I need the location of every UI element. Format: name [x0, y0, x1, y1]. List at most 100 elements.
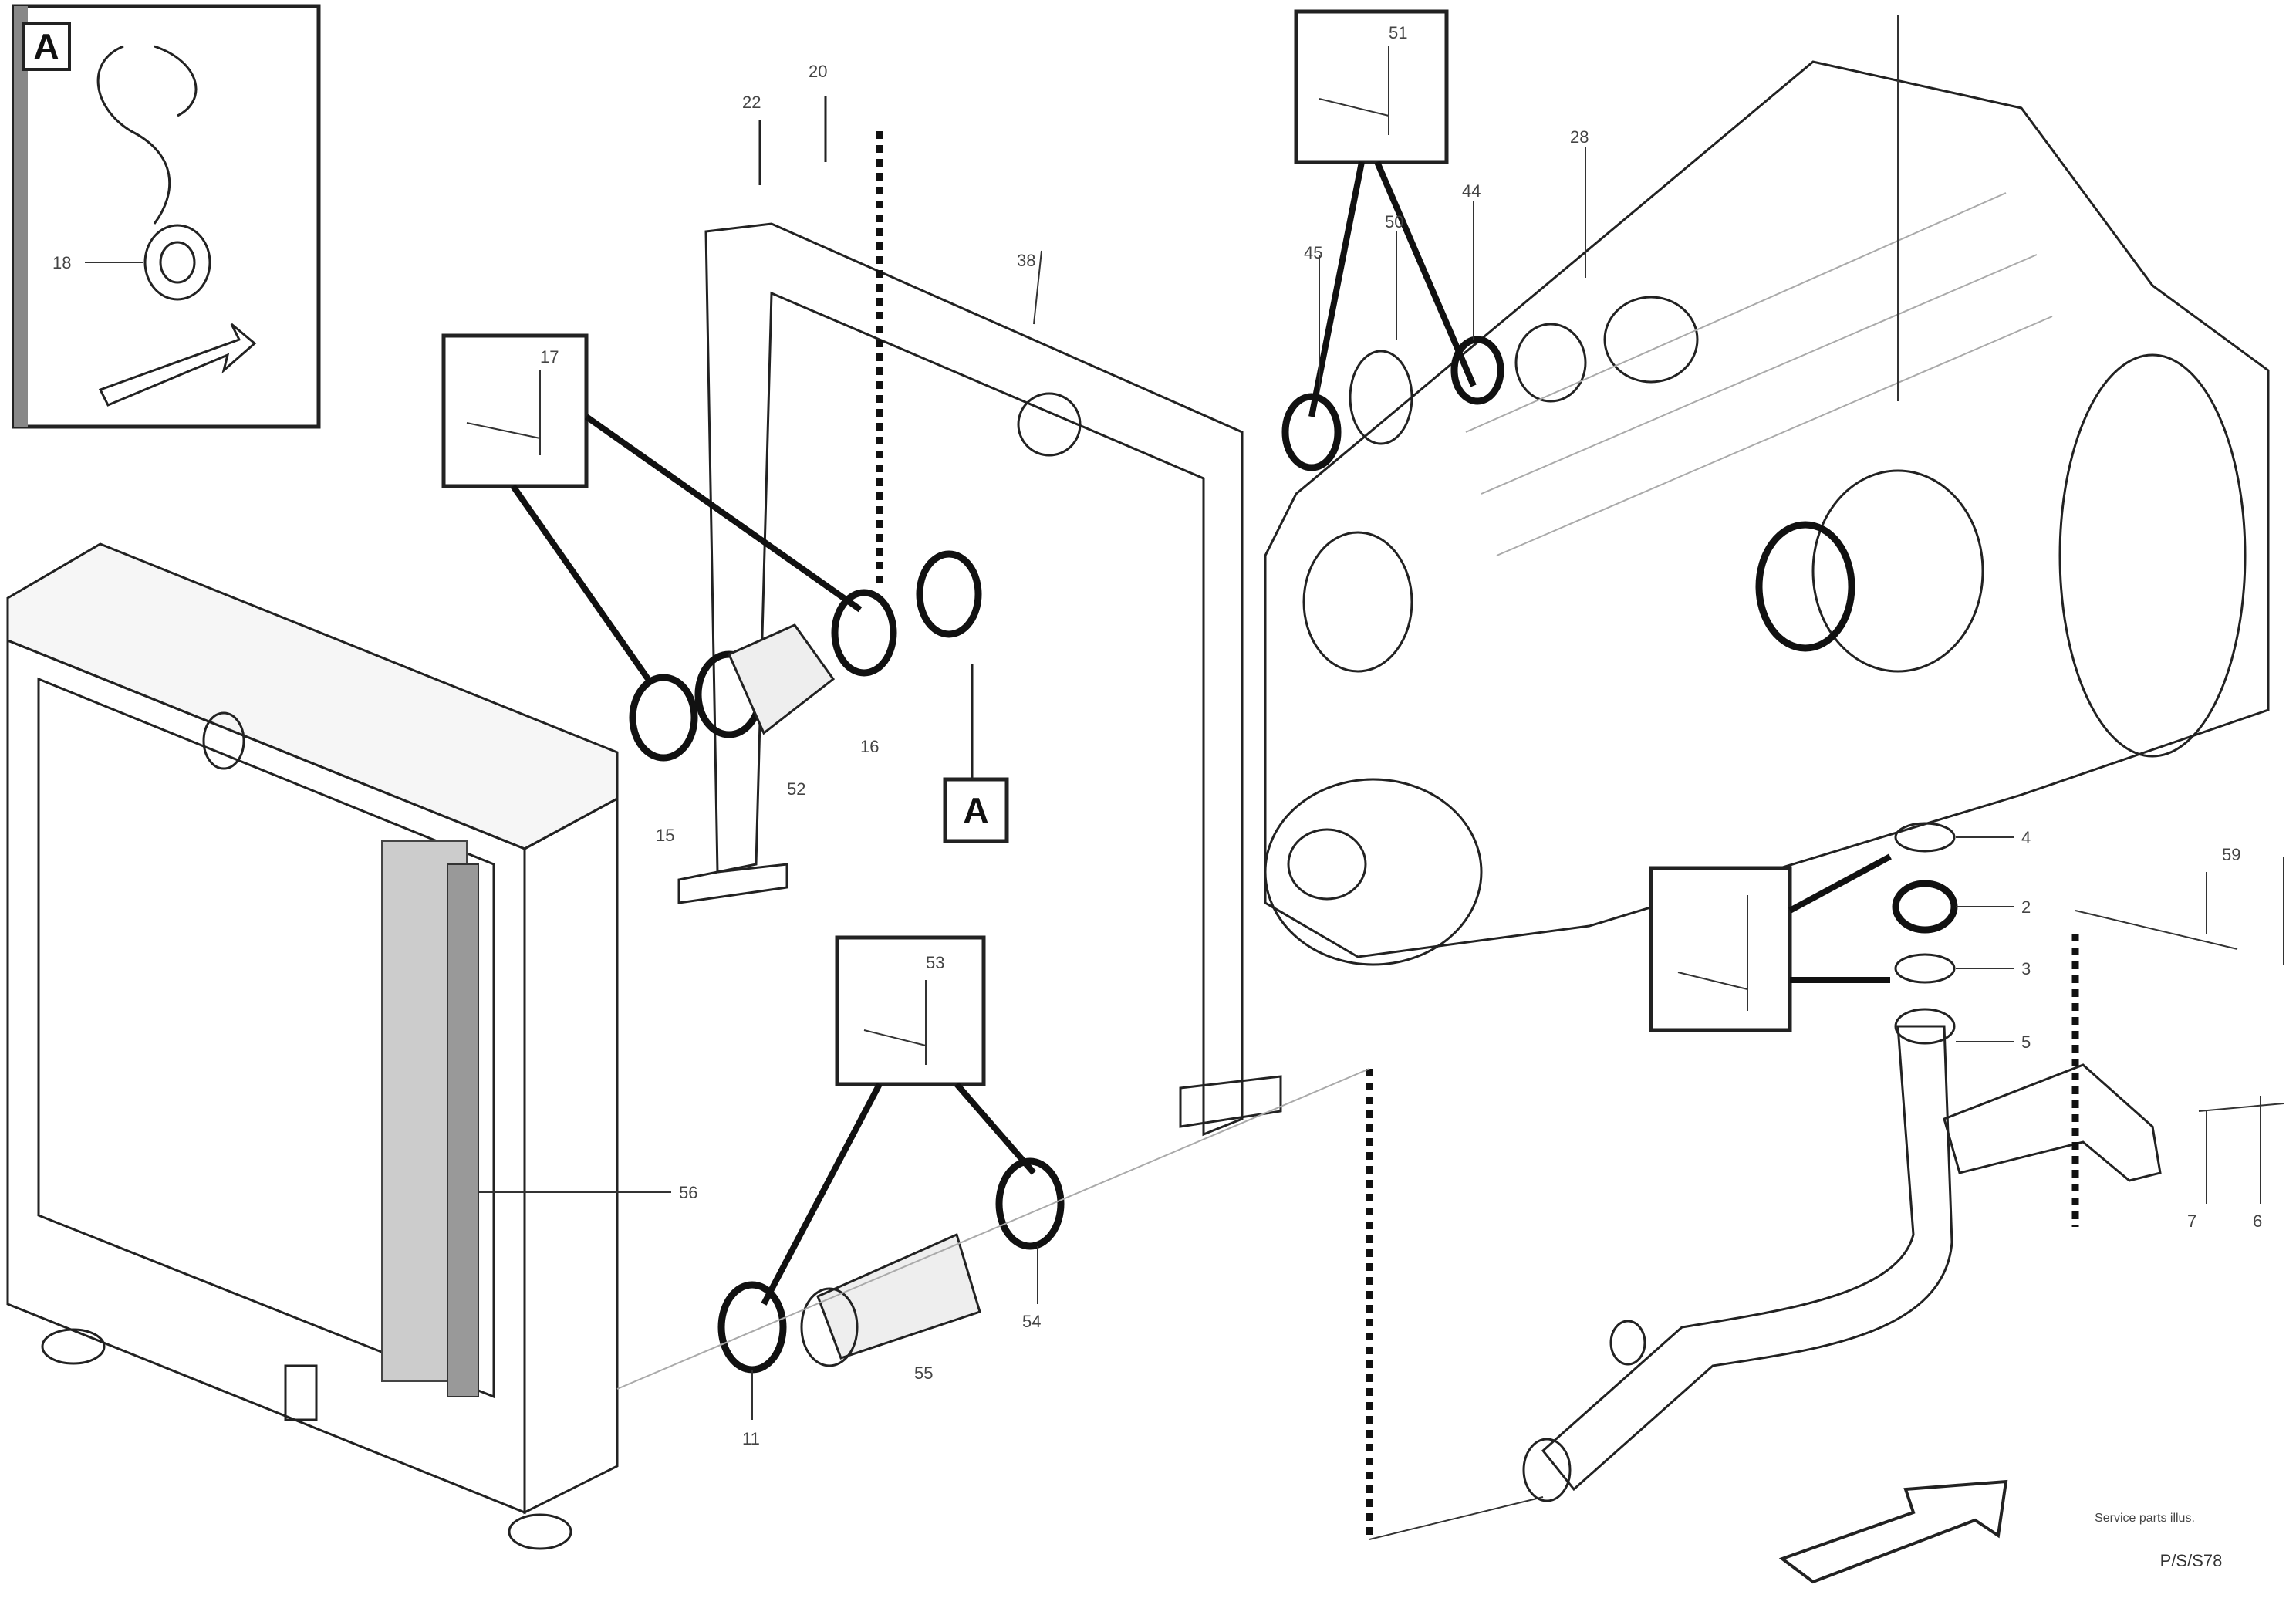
- hose-55: [816, 1232, 981, 1360]
- box-leader-a: [510, 484, 651, 681]
- detail-a-inset: A 18: [12, 4, 321, 429]
- radiator-shroud-band: [447, 863, 479, 1397]
- label-7: 7: [2187, 1211, 2196, 1231]
- pipe-bracket: [1609, 1320, 1646, 1366]
- label-50: 50: [1385, 212, 1403, 231]
- clamp-ring-45: [1281, 393, 1342, 471]
- detail-a-frame: [12, 4, 321, 429]
- footer: Service parts illus. P/S/S78: [2095, 1512, 2222, 1570]
- bolt-59: [2075, 910, 2238, 950]
- label-6: 6: [2253, 1211, 2262, 1231]
- bracket-plate: [704, 222, 1244, 1137]
- label-51-top: 51: [1389, 23, 1407, 42]
- engine-outline: [1264, 60, 2270, 958]
- lower-coolant-pipe: [1522, 1025, 2162, 1502]
- detail-a-letter: A: [33, 26, 59, 66]
- drawing-number: P/S/S78: [2160, 1551, 2223, 1570]
- clamp-ring-44: [1450, 336, 1504, 405]
- label-22: 22: [742, 93, 761, 112]
- pipe-flange: [1943, 1063, 2162, 1182]
- box-53-leader-a: [761, 1083, 883, 1306]
- detail-a-edge: [14, 6, 28, 427]
- fitting-3: [1894, 953, 1956, 984]
- label-5: 5: [2021, 1032, 2031, 1052]
- clamp-box-53: [835, 935, 986, 1086]
- water-pump: [1302, 531, 1413, 673]
- clamp-screw-53: [863, 1029, 927, 1046]
- radiator-core: [37, 677, 495, 1399]
- callout-a-letter: A: [963, 790, 988, 830]
- bracket-hole: [1017, 392, 1082, 457]
- label-15: 15: [656, 826, 674, 845]
- label-16: 16: [860, 737, 879, 756]
- label-59: 59: [2222, 845, 2240, 864]
- direction-arrow-main: [1778, 1479, 2008, 1584]
- label-3: 3: [2021, 959, 2031, 978]
- label-18: 18: [52, 253, 71, 272]
- engine-block: [1264, 15, 2270, 966]
- label-17-top: 17: [540, 347, 559, 367]
- intake-elbow: [1514, 323, 1587, 403]
- label-44: 44: [1462, 181, 1481, 201]
- radiator-foot-left: [41, 1328, 106, 1365]
- radiator-drain: [284, 1364, 318, 1421]
- coolant-pipe-route: [616, 1068, 1544, 1540]
- coolant-pipe-end: [1522, 1438, 1572, 1502]
- radiator-top: [6, 542, 619, 850]
- label-2: 2: [2021, 897, 2031, 917]
- radiator-side: [523, 796, 619, 1515]
- label-45: 45: [1304, 243, 1322, 262]
- clamp-ring-11: [718, 1281, 787, 1374]
- hose-clamp-inner: [159, 241, 196, 284]
- hose-52: [728, 623, 836, 735]
- clamp-ring-16: [831, 589, 897, 677]
- label-56: 56: [679, 1183, 697, 1202]
- right-fittings: 4 2 3 5 59 7 6: [1649, 822, 2284, 1231]
- callout-a-box: [943, 777, 1009, 843]
- fitting-4: [1894, 822, 1956, 853]
- clamp-screw-51: [1319, 98, 1389, 117]
- label-55: 55: [914, 1363, 933, 1383]
- label-20: 20: [809, 62, 827, 81]
- label-4: 4: [2021, 828, 2031, 847]
- radiator-inlet: [202, 711, 245, 770]
- turbo-hose-group: 51 45 50 44 28: [1281, 9, 1589, 471]
- clamp-screw-top: [466, 422, 541, 439]
- label-38: 38: [1017, 251, 1035, 270]
- fitting-box: [1649, 866, 1792, 1032]
- box-53-leader-b: [954, 1082, 1037, 1175]
- fitting-box-leader-a: [1788, 853, 1892, 914]
- pipe-connection: [916, 550, 982, 638]
- lower-hose-group: 53 11 55 54: [718, 935, 1065, 1448]
- label-11: 11: [742, 1429, 760, 1448]
- mounting-bracket: 38 22 20: [677, 62, 1282, 1137]
- turbo-housing: [1811, 469, 1984, 673]
- box-leader-b: [584, 414, 863, 613]
- crank-pulley-hub: [1287, 828, 1367, 901]
- radiator-foot-right: [508, 1513, 572, 1550]
- upper-hose-group: 17 15 52 16 A: [441, 333, 1009, 845]
- hose-bend-end: [154, 45, 198, 117]
- hose-clamp-ring: [144, 224, 211, 301]
- coolant-pipe-body: [1541, 1025, 1953, 1492]
- engine-ribs: [1465, 192, 2053, 556]
- bolt-7: [2198, 1103, 2284, 1112]
- direction-arrow-inset: [98, 323, 257, 407]
- clamp-box-17-top: [441, 333, 589, 488]
- detail-a-tag: [22, 22, 71, 71]
- fitting-box-screw: [1677, 972, 1748, 990]
- bracket-foot-left: [677, 863, 788, 904]
- hose-bend: [96, 45, 171, 225]
- label-54: 54: [1022, 1312, 1041, 1331]
- clamp-ring-54: [995, 1157, 1065, 1250]
- turbo-outlet-ring: [1755, 521, 1855, 652]
- pipe-dashed-return: [1369, 1496, 1544, 1540]
- bracket-foot-right: [1179, 1075, 1282, 1128]
- label-53: 53: [926, 953, 944, 972]
- label-28: 28: [1570, 127, 1589, 147]
- fitting-5: [1894, 1008, 1956, 1045]
- clamp-ring-15: [629, 674, 698, 762]
- fitting-2: [1892, 880, 1958, 934]
- footer-caption: Service parts illus.: [2095, 1512, 2195, 1525]
